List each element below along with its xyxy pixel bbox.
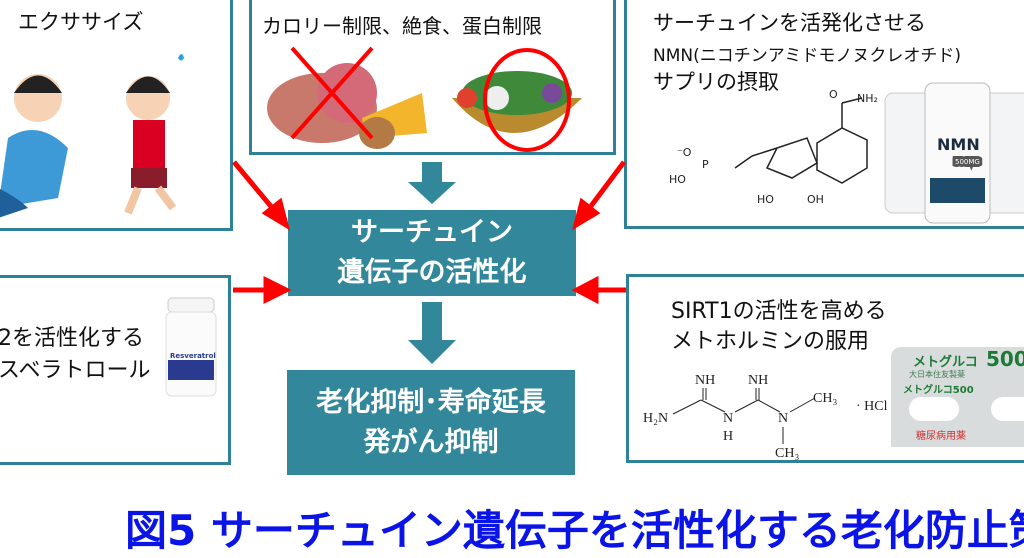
resveratrol-line2: スベラトロール	[0, 358, 151, 383]
circle-mark-icon	[483, 48, 571, 152]
nmn-bottles: NMN 500MG	[884, 82, 1024, 224]
nmn-molecule: NH₂ O ⁻O P HO HO OH	[669, 88, 878, 206]
pack-use: 糖尿病用薬	[916, 431, 966, 442]
figure-title: 図5 サーチュイン遺伝子を活性化する老化防止策	[125, 506, 1024, 555]
svg-text:O: O	[829, 88, 838, 101]
svg-text:HO: HO	[669, 173, 686, 186]
food-illustration	[267, 46, 582, 152]
red-arrow-icon	[586, 160, 626, 212]
metformin-box: SIRT1の活性を高める メトホルミンの服用 H₂N NH N H NH N C…	[626, 274, 1024, 463]
sirtuin-activation-box: サーチュイン 遺伝子の活性化	[288, 210, 576, 296]
down-arrow-icon	[408, 162, 456, 204]
pill	[991, 397, 1024, 421]
nmn-line1: サーチュインを活発化させる	[653, 11, 926, 35]
nmn-line3: サプリの摂取	[653, 70, 779, 94]
cross-mark-icon	[290, 46, 374, 140]
pack-name: メトグルコ500	[903, 385, 974, 396]
outcome-line2: 発がん抑制	[363, 426, 499, 458]
svg-text:⁻O: ⁻O	[677, 146, 692, 159]
svg-text:· HCl: · HCl	[856, 399, 888, 414]
svg-text:NH: NH	[748, 373, 768, 388]
svg-text:N: N	[723, 411, 733, 426]
svg-text:NMN: NMN	[937, 135, 980, 154]
nmn-box: サーチュインを活発化させる NMN(ニコチンアミドモノヌクレオチド) サプリの摂…	[624, 0, 1024, 229]
exercise-box: エクササイズ	[0, 0, 233, 231]
resveratrol-bottle: Resveratrol	[165, 297, 217, 397]
svg-text:H₂N: H₂N	[643, 411, 668, 426]
diet-label: カロリー制限、絶食、蛋白制限	[262, 14, 542, 38]
outcome-line1: 老化抑制･寿命延長	[316, 386, 546, 418]
red-arrow-icon	[232, 160, 276, 212]
exercise-illustration	[0, 54, 184, 218]
svg-text:500MG: 500MG	[955, 158, 980, 166]
svg-text:Resveratrol: Resveratrol	[170, 352, 216, 360]
svg-text:CH₃: CH₃	[813, 391, 837, 406]
down-arrow-icon	[408, 302, 456, 364]
metformin-formula: H₂N NH N H NH N CH₃ CH₃ · HCl	[643, 373, 888, 461]
resveratrol-line1: 2を活性化する	[0, 326, 144, 351]
svg-text:CH₃: CH₃	[775, 446, 799, 461]
svg-text:NH₂: NH₂	[857, 92, 878, 105]
nmn-line2: NMN(ニコチンアミドモノヌクレオチド)	[653, 46, 962, 66]
activation-line2: 遺伝子の活性化	[337, 257, 527, 288]
pack-brand: メトグルコ	[913, 355, 978, 370]
pill	[909, 397, 959, 421]
resveratrol-box: 2を活性化する スベラトロール Resveratrol	[0, 275, 231, 465]
svg-text:H: H	[723, 429, 733, 444]
metformin-blister-pack: メトグルコ 500m 大日本住友製薬 メトグルコ500 糖尿病用薬	[891, 347, 1024, 447]
metformin-line2: メトホルミンの服用	[671, 329, 870, 354]
svg-text:N: N	[778, 411, 788, 426]
svg-text:OH: OH	[807, 193, 824, 206]
svg-text:HO: HO	[757, 193, 774, 206]
pack-dose: 500m	[986, 347, 1024, 371]
pack-maker: 大日本住友製薬	[909, 370, 965, 379]
svg-text:NH: NH	[695, 373, 715, 388]
metformin-line1: SIRT1の活性を高める	[671, 299, 887, 324]
outcome-box: 老化抑制･寿命延長 発がん抑制	[287, 370, 575, 475]
svg-text:P: P	[702, 158, 709, 171]
activation-line1: サーチュイン	[351, 217, 513, 248]
diet-box: カロリー制限、絶食、蛋白制限	[249, 0, 616, 155]
exercise-label: エクササイズ	[18, 10, 144, 34]
